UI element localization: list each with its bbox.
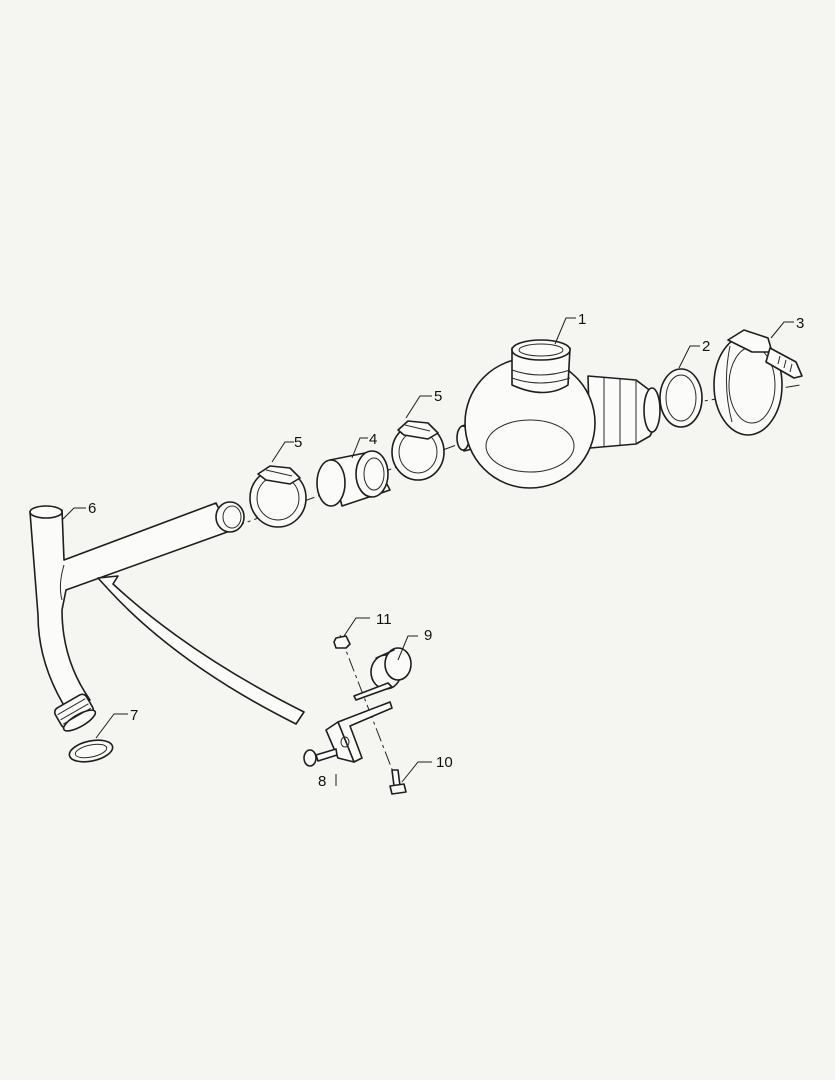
callout-1: 1 [578,311,586,328]
callout-6: 6 [88,500,96,517]
callout-8: 8 [318,773,326,790]
hose-sleeve-part [316,450,391,507]
tee-housing-part [456,339,661,489]
callout-4: 4 [369,431,377,448]
callout-9: 9 [424,627,432,644]
callout-3: 3 [796,315,804,332]
callout-11: 11 [376,611,392,628]
callout-5-right: 5 [434,388,442,405]
callout-2: 2 [702,338,710,355]
callout-5-left: 5 [294,434,302,451]
callout-7: 7 [130,707,138,724]
bolt-8 [303,748,338,767]
leader-lines [61,317,794,786]
sealing-ring-part [68,739,114,763]
o-ring-part [659,368,703,428]
callout-10: 10 [436,754,453,771]
nut-part [333,635,351,649]
bent-pipe-part [29,501,245,732]
v-band-clamp-part [713,329,803,436]
hose-clamp-left-part [249,465,307,528]
screw-part [389,769,407,795]
mounting-bracket-part [303,701,393,767]
hose-clamp-right-part [391,420,445,481]
assembly-arrow [97,575,305,725]
pipe-clip-part [353,647,412,701]
